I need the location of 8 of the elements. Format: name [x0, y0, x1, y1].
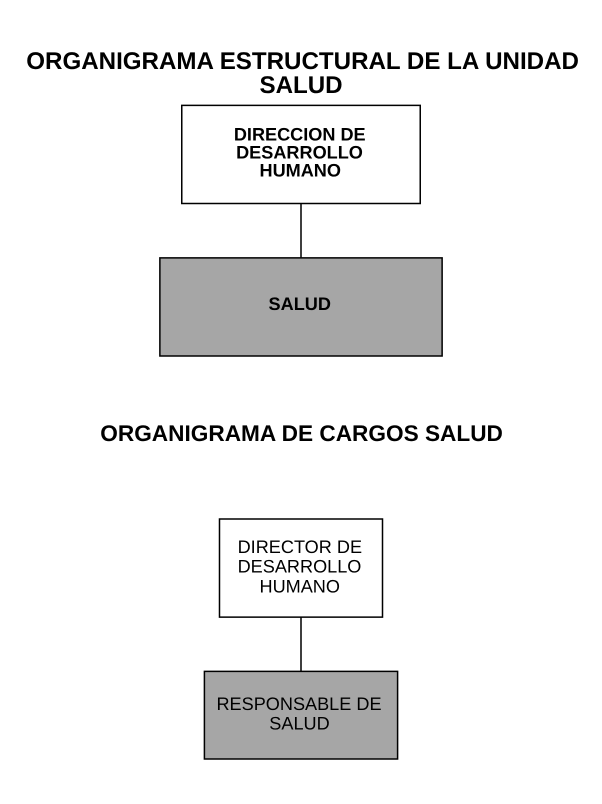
node-box: SALUD	[159, 257, 443, 357]
node-box: DIRECCION DE DESARROLLO HUMANO	[181, 104, 421, 204]
connector	[300, 617, 302, 672]
connector	[300, 204, 302, 258]
node-box: DIRECTOR DE DESARROLLO HUMANO	[218, 518, 384, 618]
node-box: RESPONSABLE DE SALUD	[204, 670, 398, 760]
label: ORGANIGRAMA DE CARGOS SALUD	[100, 421, 503, 446]
diagram-title: ORGANIGRAMA ESTRUCTURAL DE LA UNIDAD SALUD	[26, 48, 579, 100]
